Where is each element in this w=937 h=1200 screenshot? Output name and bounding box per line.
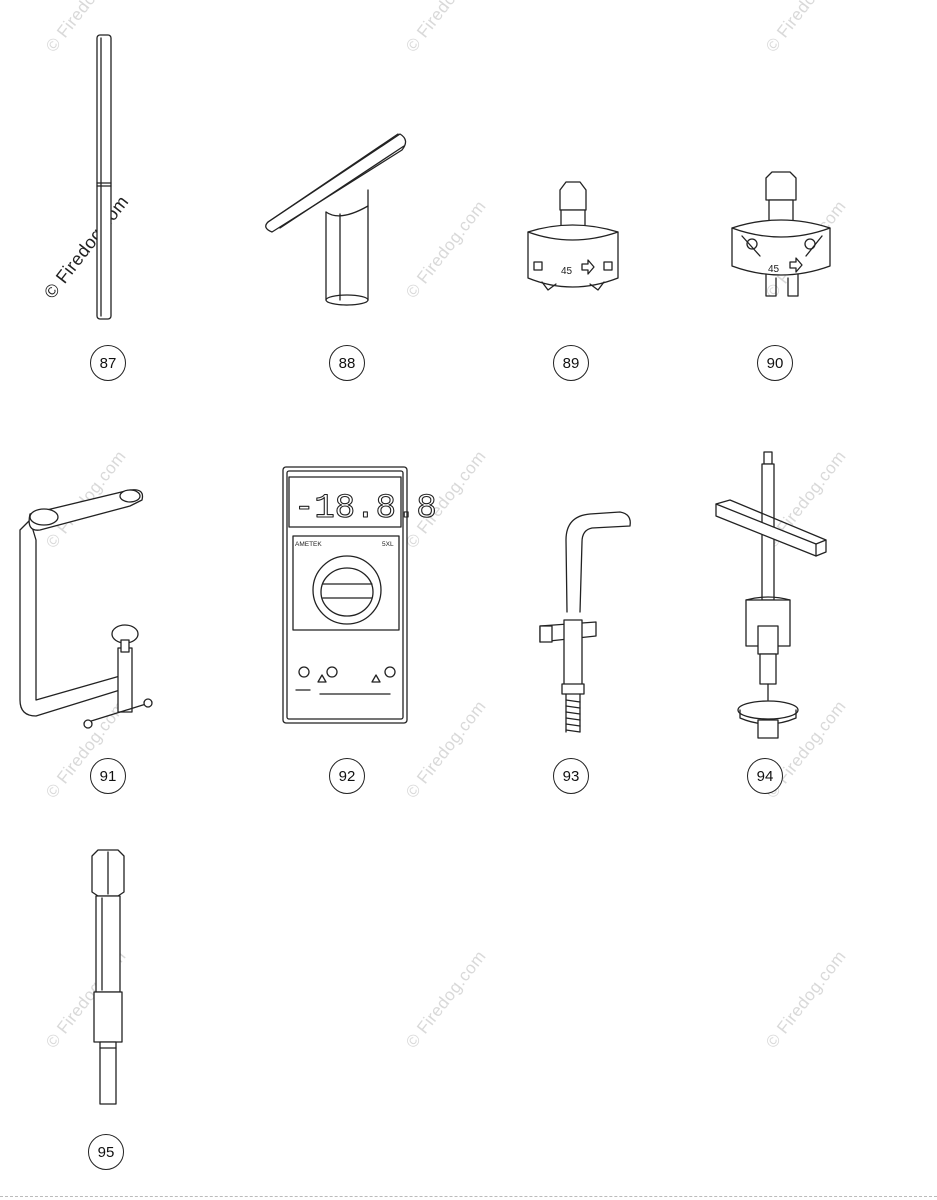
callout-89: 89	[553, 345, 589, 381]
page-edge-divider	[0, 1196, 937, 1197]
tool-94-puller-icon	[715, 451, 827, 739]
tool-92-model: 5XL	[382, 541, 394, 548]
callout-92: 92	[329, 758, 365, 794]
callout-87: 87	[90, 345, 126, 381]
tool-92-multimeter-icon	[282, 466, 408, 724]
tool-90-marking: 45	[768, 264, 780, 275]
callout-94: 94	[747, 758, 783, 794]
tool-89-puller-icon	[527, 181, 619, 291]
callout-91: 91	[90, 758, 126, 794]
tool-95-bolt-icon	[91, 849, 125, 1105]
callout-93: 93	[553, 758, 589, 794]
callout-90: 90	[757, 345, 793, 381]
tool-89-marking: 45	[561, 266, 573, 277]
tool-91-spring-compressor-icon	[19, 489, 153, 729]
tool-93-bent-tool-icon	[539, 511, 631, 733]
tool-87-rod-icon	[96, 34, 112, 320]
callout-95: 95	[88, 1134, 124, 1170]
tool-90-puller-icon	[731, 171, 831, 297]
tool-92-display: -18.8.8	[294, 490, 437, 528]
tool-88-t-handle-icon	[265, 133, 407, 306]
tool-92-brand: AMETEK	[295, 541, 322, 548]
callout-88: 88	[329, 345, 365, 381]
